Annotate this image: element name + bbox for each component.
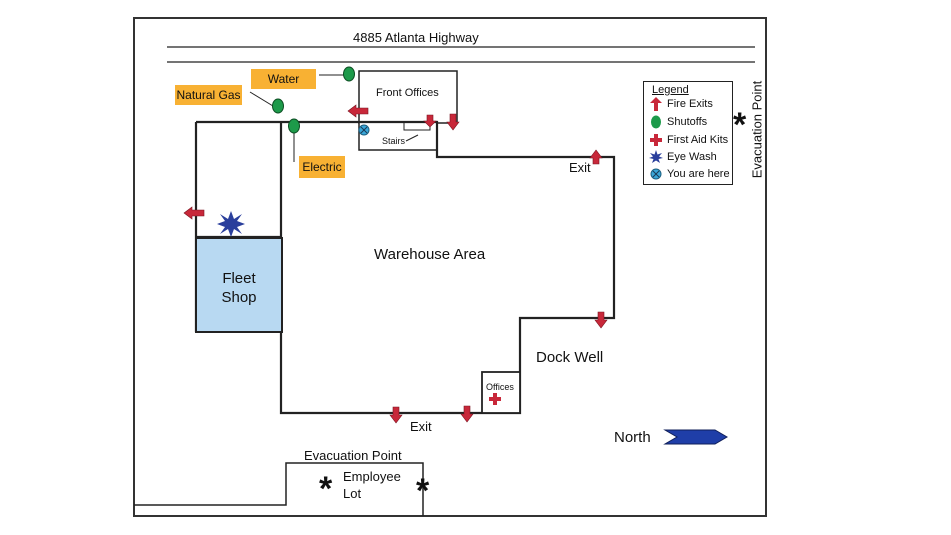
employee-lot-label-line1: Employee <box>343 469 401 484</box>
fire-exit-arrow-icon <box>446 113 460 131</box>
offices-box <box>481 371 521 414</box>
legend-item-label: Shutoffs <box>667 116 708 128</box>
fire-exit-arrow-icon <box>183 206 205 220</box>
legend-item: You are here <box>648 166 730 182</box>
legend-item-label: Eye Wash <box>667 151 717 163</box>
legend: Legend Fire Exits Shutoffs First Aid Kit… <box>643 81 733 185</box>
fire-exit-arrow-icon <box>648 96 664 112</box>
fleet-shop-label-line1: Fleet <box>222 270 256 287</box>
fire-exit-arrow-icon <box>423 114 437 128</box>
south-evacuation-label: Evacuation Point <box>304 448 402 463</box>
evacuation-point-icon: * <box>416 472 430 510</box>
electric-shutoff-icon <box>288 118 300 134</box>
legend-item: Eye Wash <box>648 149 717 165</box>
fleet-shop-area <box>195 237 283 333</box>
electric-tag: Electric <box>299 156 345 178</box>
water-tag: Water <box>251 69 316 89</box>
north-arrow-icon <box>663 429 728 445</box>
south-exit-label: Exit <box>410 419 432 434</box>
legend-item-label: You are here <box>667 168 730 180</box>
dock-well-label: Dock Well <box>536 349 604 366</box>
stairs-label: Stairs <box>382 136 406 146</box>
legend-item: Shutoffs <box>648 114 707 130</box>
east-exit-label: Exit <box>569 160 591 175</box>
front-offices-label: Front Offices <box>376 87 439 99</box>
legend-item: First Aid Kits <box>648 132 728 148</box>
building-outline <box>196 120 616 415</box>
fire-exit-arrow-icon <box>594 311 608 329</box>
offices-label: Offices <box>486 382 514 392</box>
street-name: 4885 Atlanta Highway <box>353 30 479 45</box>
east-evacuation-label: Evacuation Point <box>749 80 765 179</box>
fire-exit-arrow-icon <box>460 405 474 423</box>
evacuation-point-icon: * <box>733 106 747 144</box>
legend-item-label: Fire Exits <box>667 98 713 110</box>
north-label: North <box>614 429 651 446</box>
fleet-shop-label-line2: Shop <box>221 289 257 306</box>
legend-item: Fire Exits <box>648 96 713 112</box>
eye-wash-icon <box>648 149 664 165</box>
warehouse-label: Warehouse Area <box>374 246 486 263</box>
eye-wash-icon <box>217 211 245 237</box>
you-are-here-icon <box>358 124 370 136</box>
front-offices-box <box>358 70 458 124</box>
fire-exit-arrow-icon <box>589 149 603 165</box>
first-aid-icon <box>648 132 664 148</box>
water-shutoff-icon <box>343 66 355 82</box>
legend-item-label: First Aid Kits <box>667 134 729 146</box>
natural-gas-tag: Natural Gas <box>175 85 242 105</box>
fire-exit-arrow-icon <box>347 104 369 118</box>
fire-exit-arrow-icon <box>389 406 403 424</box>
legend-title: Legend <box>652 84 689 96</box>
gas-shutoff-icon <box>272 98 284 114</box>
gas-leader-line <box>249 91 274 107</box>
shutoff-icon <box>648 114 664 130</box>
employee-lot-outline <box>134 462 424 516</box>
employee-lot-label-line2: Lot <box>343 486 362 501</box>
stairs-pointer <box>405 134 419 142</box>
first-aid-icon <box>489 393 501 405</box>
map-frame <box>133 17 767 517</box>
you-are-here-icon <box>648 166 664 182</box>
evacuation-point-icon: * <box>319 470 333 508</box>
